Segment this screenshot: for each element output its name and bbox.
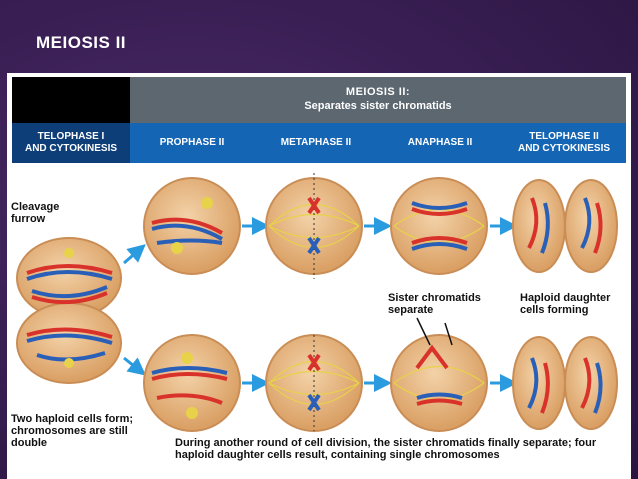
figure-caption: During another round of cell division, t… [175,437,597,461]
stage-label-line1: TELOPHASE I [37,131,105,142]
stage-label-line2: AND CYTOKINESIS [24,143,118,154]
label-cleavage-furrow: Cleavage furrow [11,201,60,225]
telophase-2-bottom [512,336,618,430]
stage-anaphase-2: ANAPHASE II [378,123,502,163]
telophase-2-top [512,179,618,273]
stage-telophase-1: TELOPHASE I AND CYTOKINESIS [12,123,130,163]
flow-arrows [123,217,518,392]
stage-label-line1: METAPHASE II [280,137,352,148]
stage-label-line1: TELOPHASE II [529,131,599,142]
header-title: MEIOSIS II: [345,86,411,98]
telophase-1-cells [16,237,122,384]
prophase-2-bottom [143,334,241,432]
header-blank [12,77,130,123]
prophase-2-top [143,177,241,275]
label-haploid-forming: Haploid daughter cells forming [520,292,611,316]
label-two-haploid: Two haploid cells form; chromosomes are … [11,413,134,449]
stage-label-line1: PROPHASE II [159,137,225,148]
stage-telophase-2: TELOPHASE II AND CYTOKINESIS [502,123,626,163]
anaphase-2-bottom [390,317,488,432]
cell-illustrations [16,173,618,432]
header-subtitle: Separates sister chromatids [304,100,452,112]
metaphase-2-bottom [265,334,363,432]
meiosis-figure: MEIOSIS II: Separates sister chromatids … [7,73,631,479]
slide-title: MEIOSIS II [36,33,127,52]
stage-label-line1: ANAPHASE II [407,137,473,148]
metaphase-2-top [265,173,363,279]
stage-prophase-2: PROPHASE II [130,123,254,163]
anaphase-2-top [390,177,488,275]
stage-label-line2: AND CYTOKINESIS [517,143,611,154]
stage-metaphase-2: METAPHASE II [254,123,378,163]
label-sister-chromatids: Sister chromatids separate [388,292,481,316]
header-banner: MEIOSIS II: Separates sister chromatids [130,77,626,123]
